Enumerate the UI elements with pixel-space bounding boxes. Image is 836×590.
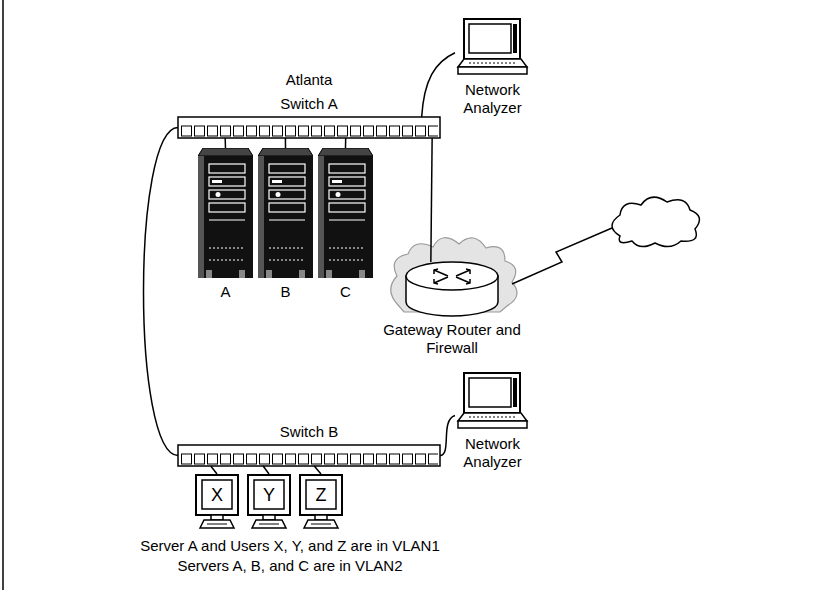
node-text: A [201, 283, 251, 301]
server-tower: C [318, 148, 373, 278]
node-text: B [261, 283, 311, 301]
node-text: C [321, 283, 371, 301]
node-text: Z [316, 486, 327, 504]
network-cable [345, 138, 347, 148]
server-tower: B [258, 148, 313, 278]
node-label: Y [254, 480, 284, 509]
node-text: Network Analyzer [448, 435, 538, 471]
node-label: Z [306, 480, 336, 509]
network-cable [263, 466, 269, 474]
user-workstation: Z [299, 474, 343, 529]
server-tower: A [198, 148, 253, 278]
node-label: X [202, 480, 232, 509]
network-cable [314, 466, 321, 474]
node-text: Y [263, 486, 275, 504]
user-workstation: Y [247, 474, 291, 529]
network-analyzer-laptop: Network Analyzer [455, 372, 530, 430]
caption-note: Server A and Users X, Y, and Z are in VL… [140, 537, 440, 555]
network-cable [224, 138, 226, 148]
network-cable [422, 53, 455, 117]
network-cable [285, 138, 287, 148]
network-switch: AtlantaSwitch A [178, 117, 440, 138]
node-text: X [211, 486, 223, 504]
network-cable [431, 138, 432, 262]
node-text: Network Analyzer [448, 81, 538, 117]
node-label: B [261, 278, 311, 301]
node-label: Network Analyzer [448, 76, 538, 117]
node-label: A [201, 278, 251, 301]
caption-note: Servers A, B, and C are in VLAN2 [177, 557, 402, 575]
node-text: Atlanta [249, 71, 369, 89]
node-text: Switch A [249, 95, 369, 113]
node-text: Gateway Router and Firewall [377, 321, 527, 357]
network-cable [440, 416, 455, 456]
node-label: Switch B [249, 423, 369, 445]
node-label: C [321, 278, 371, 301]
gateway-router: Gateway Router and Firewall [406, 262, 498, 316]
node-text: Switch B [249, 423, 369, 441]
network-switch: Switch B [178, 445, 440, 466]
user-workstation: X [195, 474, 239, 529]
node-label: Network Analyzer [448, 430, 538, 471]
node-label: Gateway Router and Firewall [377, 316, 527, 357]
network-cable [144, 128, 179, 456]
network-cable [211, 466, 217, 474]
network-analyzer-laptop: Network Analyzer [455, 18, 530, 76]
node-label: AtlantaSwitch A [249, 71, 369, 117]
